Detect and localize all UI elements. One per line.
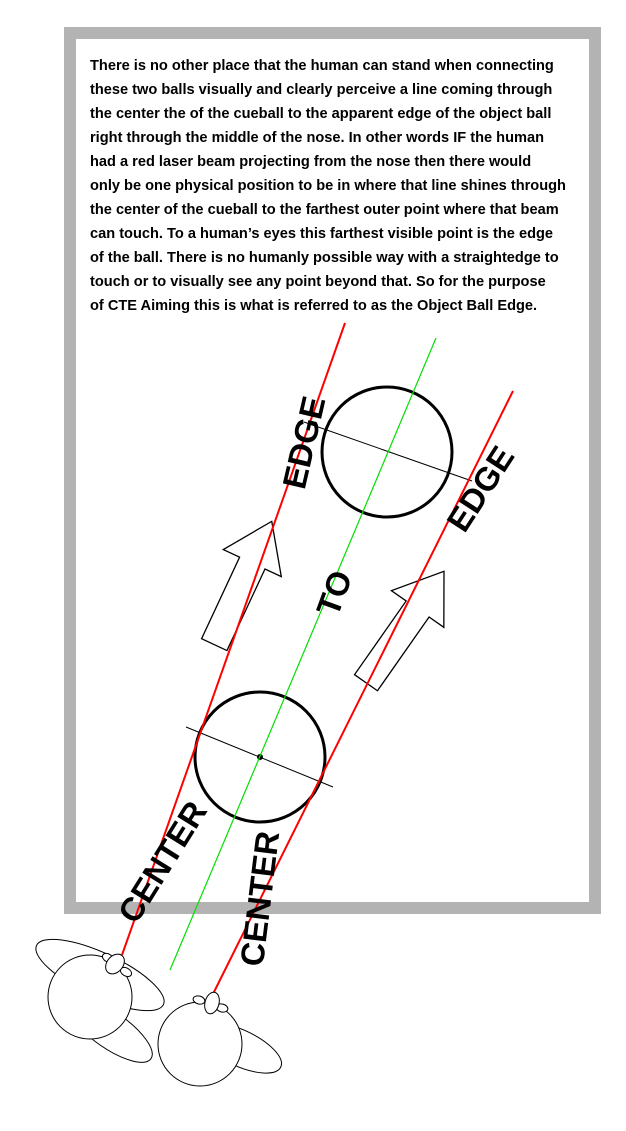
laser-line-right xyxy=(212,390,514,995)
arrow-up-left xyxy=(200,520,283,652)
text-line: of CTE Aiming this is what is referred t… xyxy=(90,298,537,314)
text-line: touch or to visually see any point beyon… xyxy=(90,274,546,290)
text-line: There is no other place that the human c… xyxy=(90,58,554,74)
text-line: of the ball. There is no humanly possibl… xyxy=(90,250,559,266)
nose xyxy=(105,953,125,975)
text-line: right through the middle of the nose. In… xyxy=(90,130,544,146)
text-line: had a red laser beam projecting from the… xyxy=(90,154,531,170)
nose xyxy=(204,991,220,1015)
description-paragraph: There is no other place that the human c… xyxy=(90,58,566,314)
text-line: the center the of the cueball to the app… xyxy=(90,106,551,122)
human-head-left xyxy=(35,938,165,1063)
label-center-right: CENTER xyxy=(233,829,286,968)
text-line: only be one physical position to be in w… xyxy=(90,178,566,194)
cue-ball xyxy=(193,690,327,824)
text-line: can touch. To a human’s eyes this farthe… xyxy=(90,226,553,242)
arrow-up-right xyxy=(353,570,445,692)
object-ball xyxy=(320,385,454,519)
label-to: TO xyxy=(309,565,359,620)
text-line: the center of the cueball to the farthes… xyxy=(90,202,559,218)
laser-line-left xyxy=(121,322,346,956)
center-line xyxy=(169,337,437,971)
frame xyxy=(64,27,601,914)
human-head-right xyxy=(157,991,282,1087)
text-line: these two balls visually and clearly per… xyxy=(90,82,552,98)
